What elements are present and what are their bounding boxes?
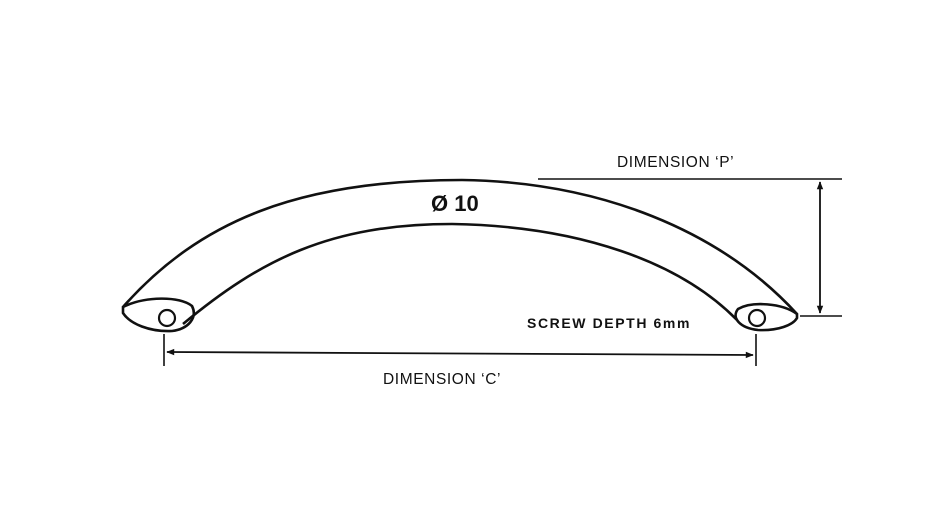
handle-outer-edge [122,178,798,315]
screw-depth-label: SCREW DEPTH 6mm [527,315,691,331]
left-screw-hole [157,308,177,328]
handle-inner-edge [182,222,738,325]
left-foot [121,297,195,333]
left-foot-outline [121,297,195,333]
dimension-p-label: DIMENSION ‘P’ [617,154,734,171]
dimension-p: DIMENSION ‘P’ [538,154,842,317]
dimension-c-label: DIMENSION ‘C’ [383,371,501,388]
right-foot-outline [734,302,799,332]
dimension-c: DIMENSION ‘C’ [163,334,757,388]
right-foot [734,302,799,332]
dimension-c-arrow [166,348,754,359]
handle-body [122,178,798,325]
diameter-label: Ø 10 [431,191,479,216]
right-screw-hole [747,308,767,328]
